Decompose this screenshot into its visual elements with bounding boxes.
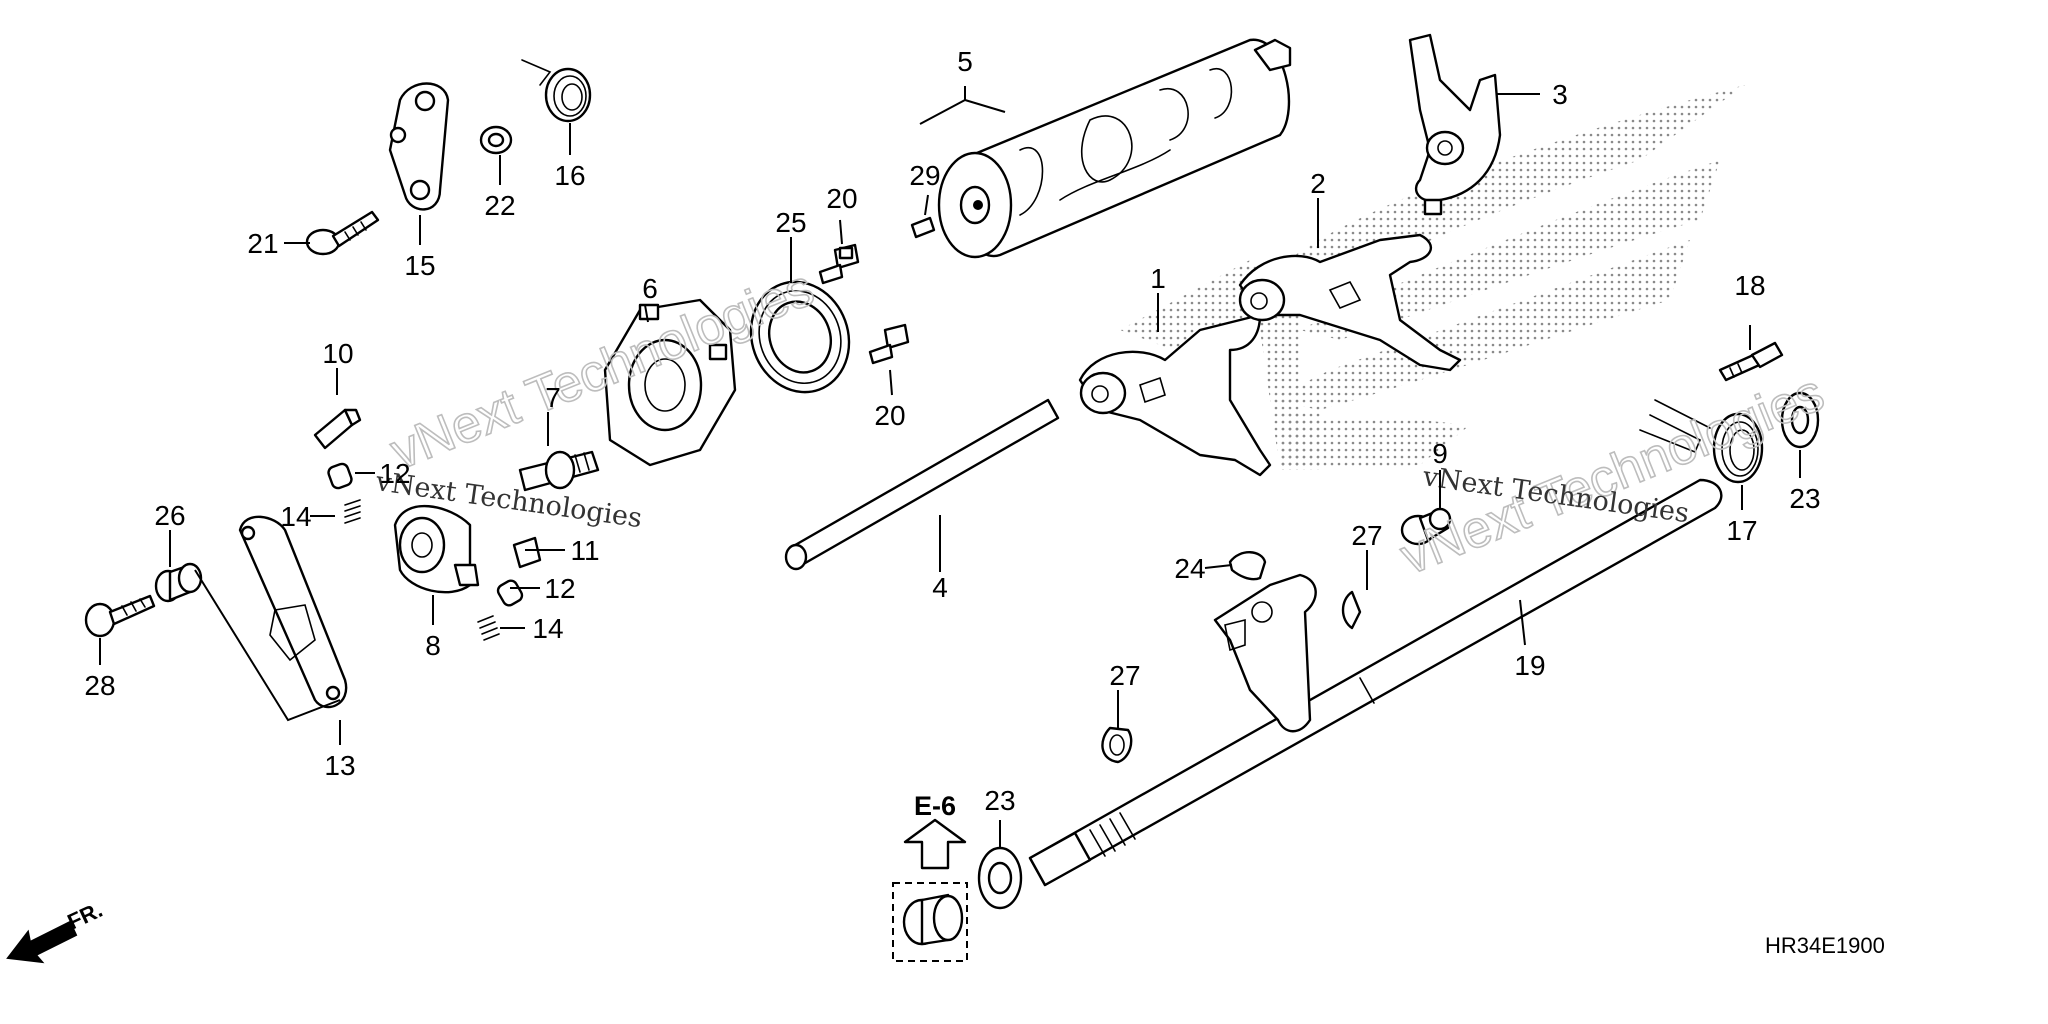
shift-fork-3 bbox=[1408, 33, 1502, 216]
callout-29: 29 bbox=[909, 160, 940, 191]
plunger-12-lower bbox=[496, 579, 524, 607]
collar-bolt-9 bbox=[1400, 507, 1452, 546]
callout-26: 26 bbox=[154, 500, 185, 531]
callout-24: 24 bbox=[1174, 553, 1205, 584]
watermark-outline-left: vNext Technologies bbox=[383, 259, 822, 481]
callout-10: 10 bbox=[322, 338, 353, 369]
circlip-27-upper bbox=[1341, 590, 1362, 630]
callout-27-lower: 27 bbox=[1109, 660, 1140, 691]
bolt-20-upper bbox=[818, 243, 860, 285]
stopper-arm-15 bbox=[388, 82, 450, 211]
callout-21: 21 bbox=[247, 228, 278, 259]
callout-19: 19 bbox=[1514, 650, 1545, 681]
spring-14-lower bbox=[477, 615, 500, 641]
plunger-12-upper bbox=[327, 462, 353, 490]
callout-28: 28 bbox=[84, 670, 115, 701]
callout-16: 16 bbox=[554, 160, 585, 191]
watermark-left: vNext Technologies vNext Technologies bbox=[373, 258, 822, 534]
bolt-20-lower bbox=[868, 323, 910, 365]
callout-15: 15 bbox=[404, 250, 435, 281]
drum-shifter-8 bbox=[393, 504, 480, 594]
callout-11: 11 bbox=[570, 535, 599, 566]
callout-2: 2 bbox=[1310, 168, 1326, 199]
washer-23-right bbox=[1780, 391, 1820, 449]
washer-22 bbox=[479, 125, 513, 155]
shift-fork-2 bbox=[1238, 233, 1462, 372]
callout-25: 25 bbox=[775, 207, 806, 238]
circlip-27-lower bbox=[1101, 726, 1133, 764]
callout-4: 4 bbox=[932, 572, 948, 603]
clip-24 bbox=[1228, 551, 1267, 581]
callout-20-upper: 20 bbox=[826, 183, 857, 214]
reference-e6-label: E-6 bbox=[914, 791, 956, 821]
shifter-bolt-7 bbox=[518, 450, 600, 492]
callout-27-upper: 27 bbox=[1351, 520, 1382, 551]
callout-20-lower: 20 bbox=[874, 400, 905, 431]
collar-26 bbox=[154, 562, 203, 603]
fr-arrow-icon bbox=[6, 920, 78, 964]
callout-labels: 1 2 3 4 5 6 7 8 9 10 11 12 12 13 14 14 1… bbox=[84, 46, 1820, 816]
callout-7: 7 bbox=[545, 382, 561, 413]
callout-12-upper: 12 bbox=[379, 458, 410, 489]
callout-8: 8 bbox=[425, 630, 441, 661]
stopper-plate-13 bbox=[194, 515, 348, 722]
return-spring-17 bbox=[1639, 399, 1764, 484]
guide-11 bbox=[512, 536, 542, 569]
reference-e6-group bbox=[892, 818, 968, 962]
pawl-10 bbox=[313, 408, 362, 450]
callout-1: 1 bbox=[1150, 263, 1166, 294]
spring-14-upper bbox=[344, 499, 361, 524]
shift-drum-5 bbox=[937, 38, 1292, 259]
callout-23-right: 23 bbox=[1789, 483, 1820, 514]
callout-6: 6 bbox=[642, 273, 658, 304]
callout-22: 22 bbox=[484, 190, 515, 221]
flange-bolt-21 bbox=[305, 210, 380, 256]
callout-5: 5 bbox=[957, 46, 973, 77]
callout-14-lower: 14 bbox=[532, 613, 563, 644]
leader-lines bbox=[99, 86, 1801, 848]
washer-23-left bbox=[977, 846, 1023, 910]
dowel-pin-29 bbox=[910, 216, 936, 239]
callout-18: 18 bbox=[1734, 270, 1765, 301]
callout-9: 9 bbox=[1432, 438, 1448, 469]
callout-23-left: 23 bbox=[984, 785, 1015, 816]
bearing-25 bbox=[749, 280, 851, 394]
callout-17: 17 bbox=[1726, 515, 1757, 546]
gearshift-spindle-19 bbox=[1028, 478, 1723, 887]
front-direction-arrow: FR. bbox=[6, 897, 106, 964]
torsion-spring-16 bbox=[521, 59, 592, 123]
shift-fork-1 bbox=[1078, 313, 1272, 477]
fork-shaft-4 bbox=[784, 398, 1060, 571]
bolt-28 bbox=[84, 594, 156, 638]
diagram-code: HR34E1900 bbox=[1765, 933, 1885, 958]
bolt-18 bbox=[1718, 341, 1784, 382]
drum-center-6 bbox=[603, 298, 737, 467]
callout-3: 3 bbox=[1552, 79, 1568, 110]
reference-dashed-box bbox=[892, 882, 968, 962]
callout-12-lower: 12 bbox=[544, 573, 575, 604]
callout-13: 13 bbox=[324, 750, 355, 781]
callout-14-upper: 14 bbox=[280, 501, 311, 532]
